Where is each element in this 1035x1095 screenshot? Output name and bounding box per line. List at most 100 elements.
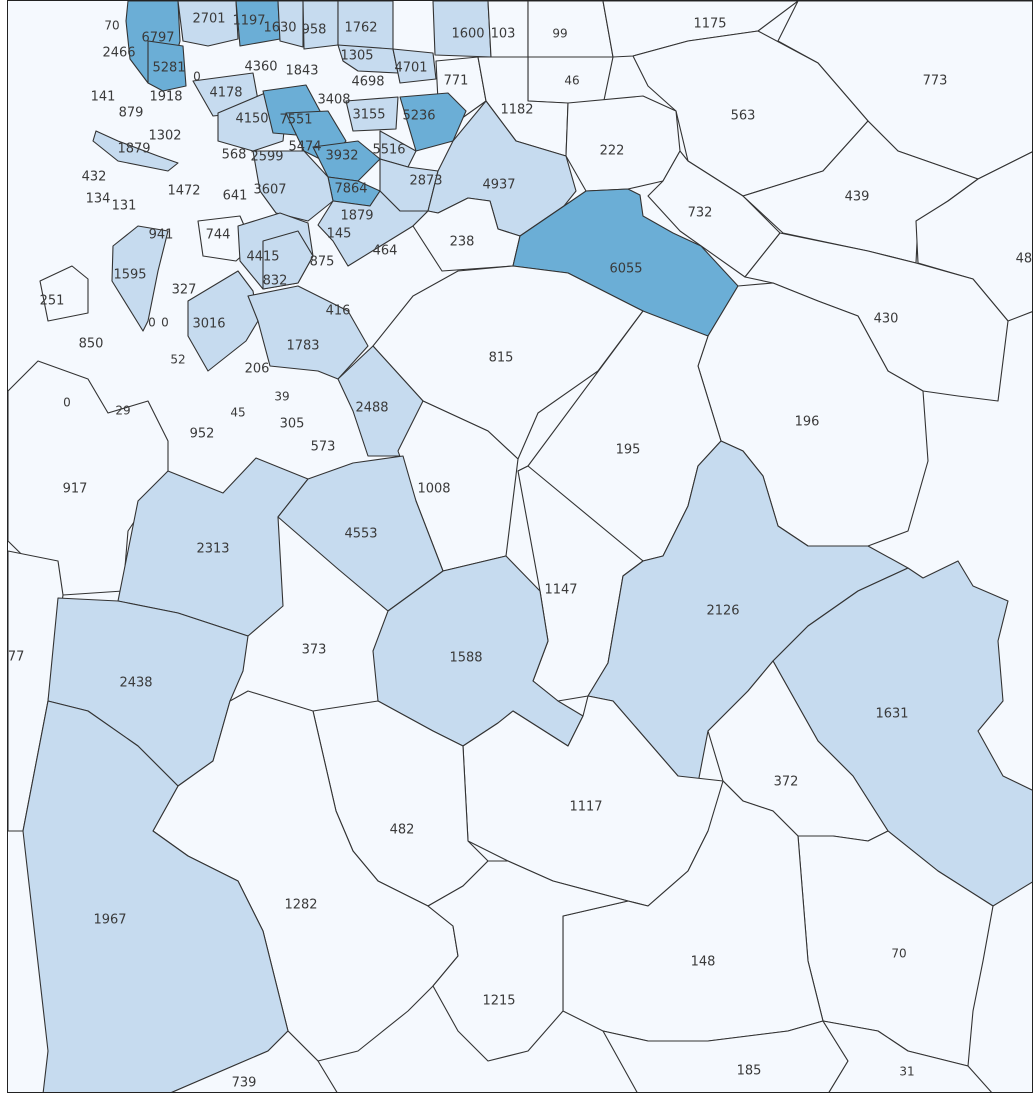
region-label: 952 xyxy=(190,427,215,442)
region-label: 1843 xyxy=(285,64,318,79)
region-label: 2873 xyxy=(409,174,442,189)
region-shape-65[interactable] xyxy=(39,265,89,322)
region-label: 2313 xyxy=(196,542,229,557)
region-label: 1595 xyxy=(113,268,146,283)
region-label: 1631 xyxy=(875,707,908,722)
region-shape-107[interactable] xyxy=(168,1030,338,1093)
region-label: 879 xyxy=(119,106,144,121)
region-shape-19[interactable] xyxy=(392,48,437,84)
region-label: 573 xyxy=(311,440,336,455)
region-label: 430 xyxy=(874,312,899,327)
region-shape-106[interactable] xyxy=(822,1020,993,1093)
region-label: 815 xyxy=(489,351,514,366)
region-label: 305 xyxy=(280,417,305,432)
region-label: 917 xyxy=(63,482,88,497)
region-label: 1879 xyxy=(340,209,373,224)
regions-layer xyxy=(8,1,1032,1093)
region-label: 771 xyxy=(444,74,469,89)
region-label: 1762 xyxy=(344,21,377,36)
region-label: 99 xyxy=(552,27,567,41)
region-label: 103 xyxy=(491,27,516,42)
region-label: 875 xyxy=(310,255,335,270)
region-label: 196 xyxy=(795,415,820,430)
region-label: 1472 xyxy=(167,184,200,199)
region-label: 744 xyxy=(206,228,231,243)
region-label: 464 xyxy=(373,244,398,259)
region-label: 4415 xyxy=(246,250,279,265)
region-label: 148 xyxy=(691,955,716,970)
region-label: 958 xyxy=(302,23,327,38)
region-shape-34[interactable] xyxy=(92,130,179,172)
region-shape-62[interactable] xyxy=(262,230,314,290)
region-label: 5281 xyxy=(152,61,185,76)
region-shape-31[interactable] xyxy=(345,96,399,132)
region-label: 1008 xyxy=(417,482,450,497)
region-label: 195 xyxy=(616,443,641,458)
region-label: 2466 xyxy=(102,46,135,61)
region-label: 373 xyxy=(302,643,327,658)
region-label: 46 xyxy=(564,74,579,88)
region-label: 1147 xyxy=(544,583,577,598)
region-label: 1215 xyxy=(482,994,515,1009)
region-label: 2126 xyxy=(706,604,739,619)
region-label: 70 xyxy=(104,19,119,33)
region-label: 1600 xyxy=(451,27,484,42)
region-shape-32[interactable] xyxy=(399,92,467,152)
region-shape-17[interactable] xyxy=(337,44,399,74)
region-shape-3[interactable] xyxy=(277,1,304,48)
region-shape-60[interactable] xyxy=(111,225,169,332)
region-shape-13[interactable] xyxy=(147,40,187,92)
region-label: 4360 xyxy=(244,60,277,75)
region-shape-38[interactable] xyxy=(312,140,381,182)
region-label: 488 xyxy=(1016,252,1033,267)
region-label: 5516 xyxy=(372,143,405,158)
region-label: 3607 xyxy=(253,183,286,198)
region-label: 1282 xyxy=(284,898,317,913)
region-label: 7551 xyxy=(279,113,312,128)
region-label: 39 xyxy=(274,390,289,404)
region-label: 185 xyxy=(737,1064,762,1079)
region-label: 0 xyxy=(148,316,156,330)
region-label: 1630 xyxy=(263,21,296,36)
region-label: 238 xyxy=(450,235,475,250)
region-label: 6055 xyxy=(609,262,642,277)
region-label: 4553 xyxy=(344,527,377,542)
region-label: 5236 xyxy=(402,109,435,124)
region-label: 2599 xyxy=(250,150,283,165)
region-label: 1588 xyxy=(449,651,482,666)
region-shape-1[interactable] xyxy=(177,1,239,47)
region-label: 4701 xyxy=(394,61,427,76)
region-label: 0 xyxy=(63,396,71,410)
region-label: 4178 xyxy=(209,86,242,101)
region-shape-55[interactable] xyxy=(412,197,521,272)
region-label: 206 xyxy=(245,362,270,377)
region-label: 432 xyxy=(82,170,107,185)
region-label: 416 xyxy=(326,304,351,319)
region-shape-68[interactable] xyxy=(187,270,259,372)
region-label: 277 xyxy=(8,650,24,665)
region-shape-8[interactable] xyxy=(527,1,614,58)
region-shape-89[interactable] xyxy=(277,455,444,612)
region-label: 563 xyxy=(731,109,756,124)
region-label: 1879 xyxy=(117,142,150,157)
region-shape-101[interactable] xyxy=(22,700,289,1093)
region-shape-49[interactable] xyxy=(252,150,334,222)
region-label: 641 xyxy=(223,189,248,204)
region-label: 941 xyxy=(149,228,174,243)
region-label: 739 xyxy=(232,1076,257,1091)
region-label: 568 xyxy=(222,148,247,163)
region-label: 773 xyxy=(923,74,948,89)
region-label: 6797 xyxy=(141,31,174,46)
region-shape-104[interactable] xyxy=(427,860,629,1062)
region-label: 1783 xyxy=(286,339,319,354)
region-label: 3155 xyxy=(352,108,385,123)
region-label: 439 xyxy=(845,190,870,205)
region-label: 70 xyxy=(891,947,906,961)
region-label: 141 xyxy=(91,90,116,105)
region-label: 372 xyxy=(774,775,799,790)
region-label: 4150 xyxy=(235,112,268,127)
region-label: 52 xyxy=(170,353,185,367)
